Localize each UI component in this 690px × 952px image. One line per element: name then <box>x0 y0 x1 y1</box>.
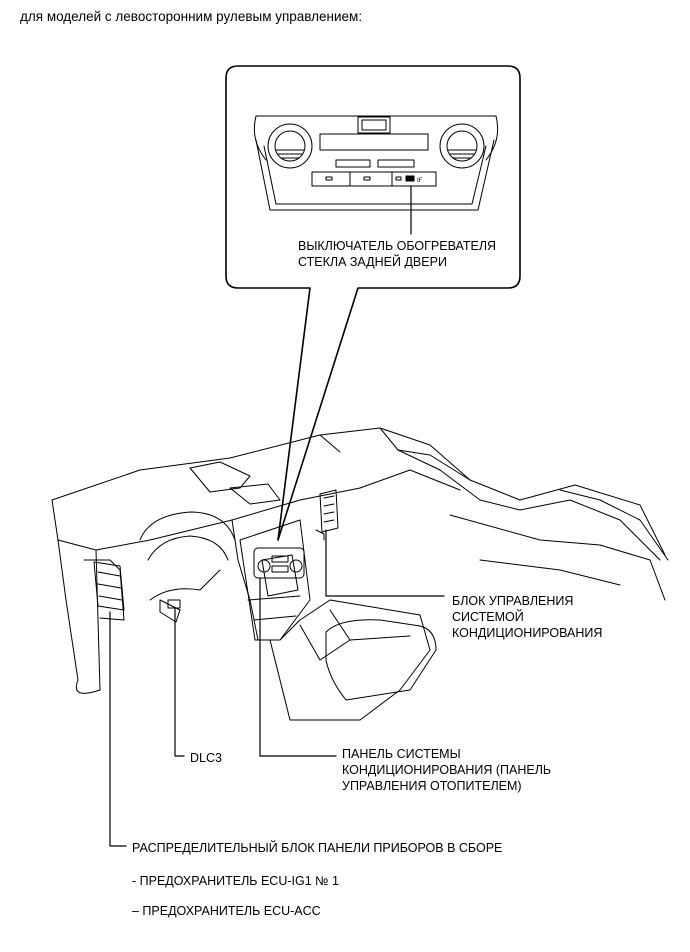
ac-ecu-label: БЛОК УПРАВЛЕНИЯ СИСТЕМОЙ КОНДИЦИОНИРОВАН… <box>452 594 603 640</box>
dlc3-label: DLC3 <box>190 751 222 765</box>
junction-block-label: РАСПРЕДЕЛИТЕЛЬНЫЙ БЛОК ПАНЕЛИ ПРИБОРОВ В… <box>132 841 503 855</box>
diagram-caption: для моделей с левосторонним рулевым упра… <box>20 9 363 24</box>
component-dlc3 <box>167 599 181 609</box>
leader-lines <box>109 529 445 847</box>
fuse-ecu-acc-label: – ПРЕДОХРАНИТЕЛЬ ECU-ACC <box>132 904 321 918</box>
component-junction-block <box>93 561 125 611</box>
svg-text:IF: IF <box>417 177 423 184</box>
dashboard-outline <box>51 427 669 721</box>
zoom-callout-box <box>225 65 521 541</box>
climate-panel-closeup: IF <box>253 115 499 235</box>
fuse-ecu-ig1-label: - ПРЕДОХРАНИТЕЛЬ ECU-IG1 № 1 <box>132 874 339 888</box>
component-ac-ecu <box>315 489 339 541</box>
ac-panel-label: ПАНЕЛЬ СИСТЕМЫ КОНДИЦИОНИРОВАНИЯ (ПАНЕЛЬ… <box>342 747 552 793</box>
rear-defogger-switch-label: ВЫКЛЮЧАТЕЛЬ ОБОГРЕВАТЕЛЯ СТЕКЛА ЗАДНЕЙ Д… <box>298 239 497 269</box>
component-ac-control-panel <box>253 547 305 579</box>
